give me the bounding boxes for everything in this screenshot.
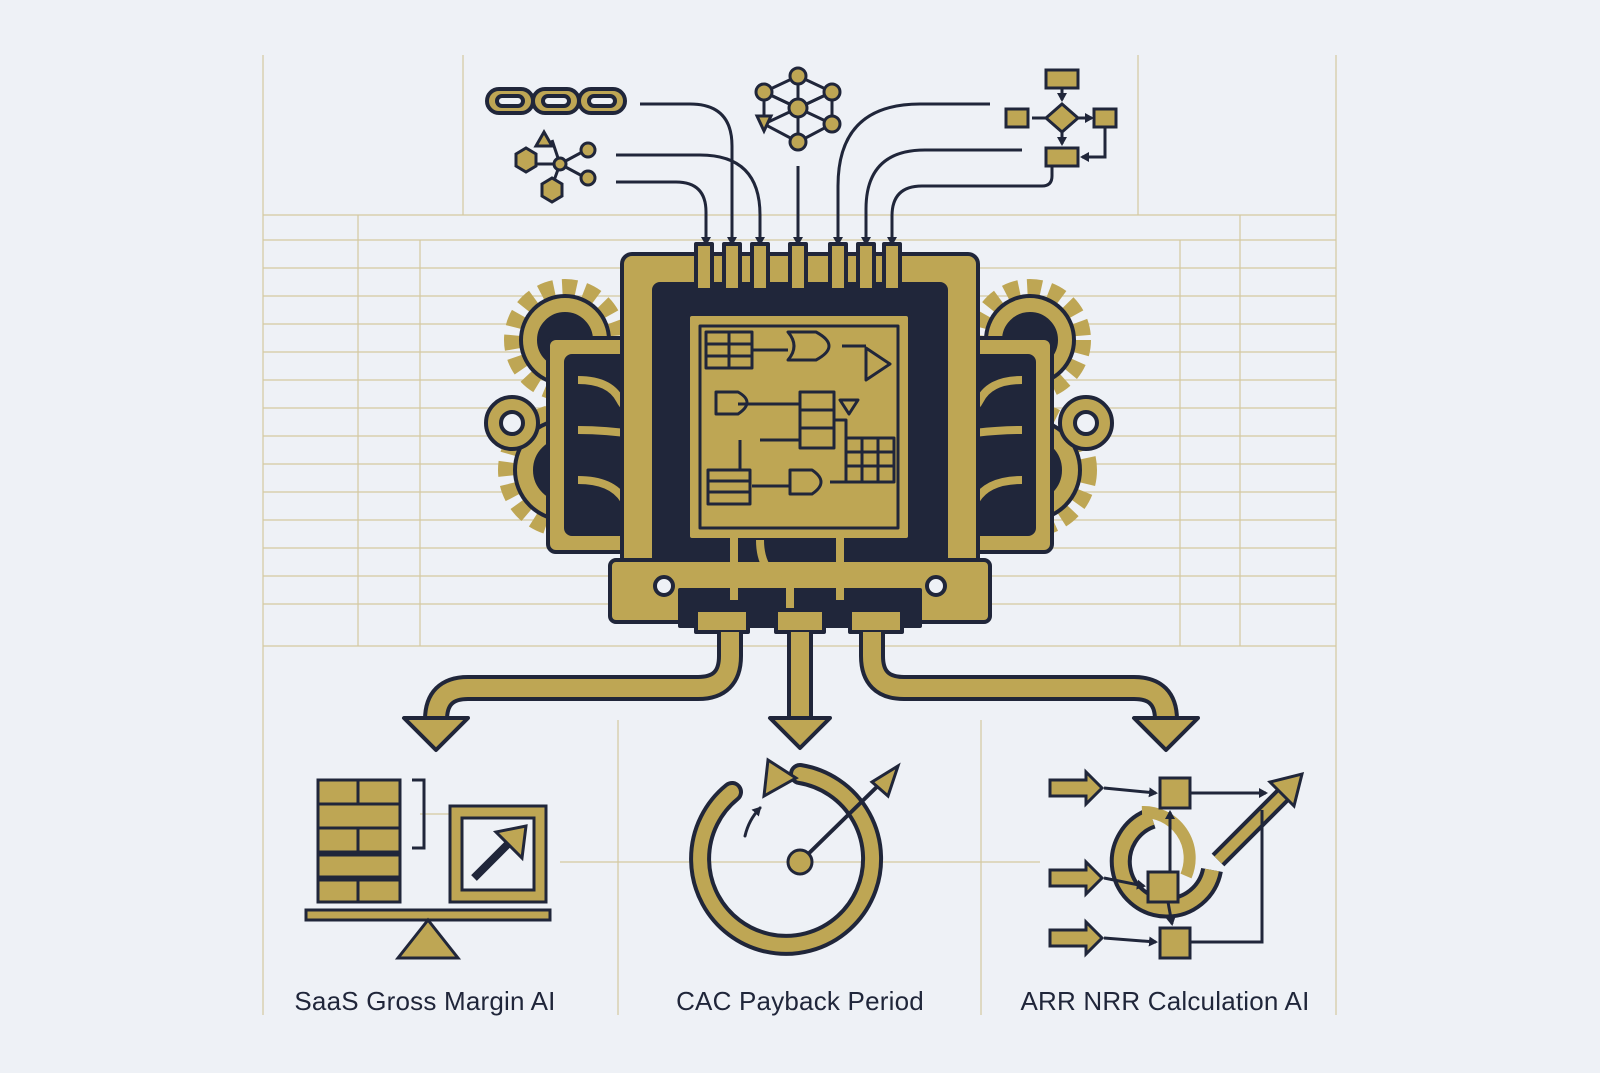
caption-arr-nrr-calculation: ARR NRR Calculation AI [1020,986,1310,1016]
chain-link-icon [485,87,627,115]
input-connectors [616,102,1054,246]
flow-loop-icon [1048,768,1305,960]
neural-network-icon [754,66,842,152]
output-pipes [402,632,1200,752]
caption-cac-payback-period: CAC Payback Period [676,986,924,1016]
caption-saas-gross-margin: SaaS Gross Margin AI [294,986,556,1016]
flowchart-icon [1004,68,1118,168]
molecule-icon [514,128,597,204]
cycle-clock-icon [689,757,901,956]
ledger-balance-icon [304,778,552,960]
processor-chip-icon [484,242,1114,634]
